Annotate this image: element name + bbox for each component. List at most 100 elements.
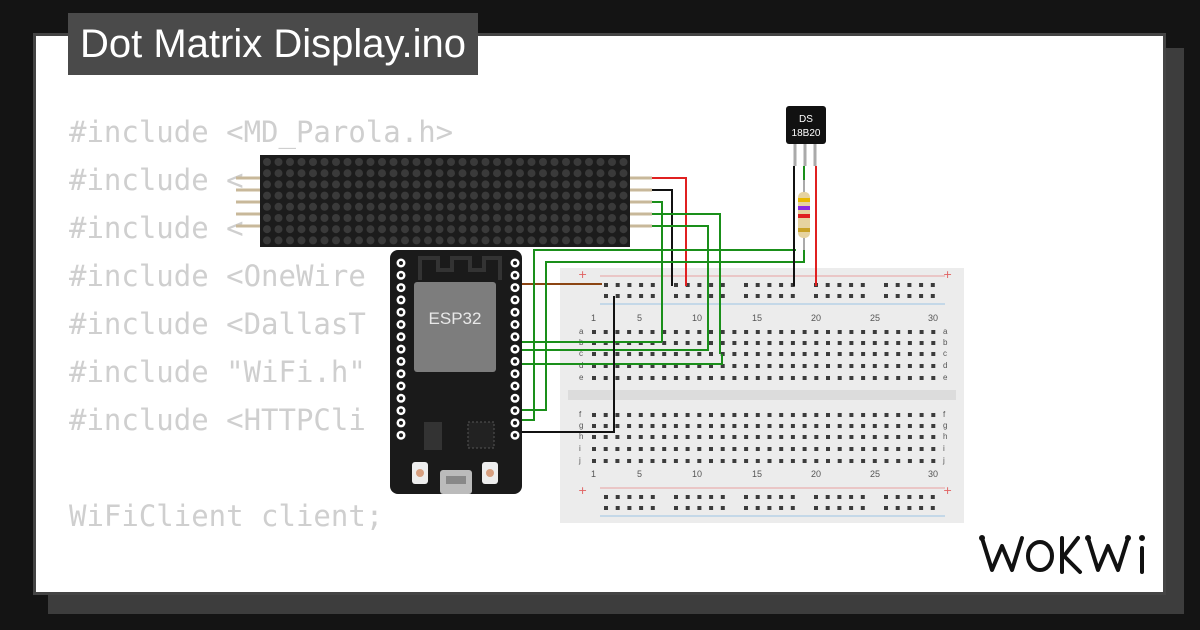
breadboard-hole — [884, 352, 889, 356]
matrix-led — [562, 202, 570, 211]
breadboard-hole — [627, 364, 632, 368]
matrix-led — [527, 214, 536, 222]
breadboard-hole — [826, 341, 830, 345]
row-letter: c — [579, 349, 583, 358]
breadboard-hole — [837, 364, 842, 368]
rail-hole — [930, 294, 935, 298]
rail-hole — [720, 283, 725, 287]
breadboard-hole — [603, 364, 608, 368]
column-number: 15 — [752, 313, 762, 323]
matrix-led — [550, 236, 559, 245]
voltage-regulator — [424, 422, 442, 450]
row-letter: f — [579, 410, 582, 419]
breadboard-hole — [697, 376, 702, 380]
breadboard-hole — [896, 352, 901, 356]
breadboard-hole — [779, 459, 784, 463]
matrix-led — [263, 180, 271, 189]
matrix-led — [274, 191, 283, 200]
matrix-led — [447, 202, 455, 211]
matrix-led — [550, 180, 559, 189]
matrix-led — [401, 214, 409, 222]
breadboard-hole — [849, 352, 854, 356]
esp32-pin-hole — [399, 396, 403, 401]
rail-hole — [685, 495, 690, 499]
rail-hole — [860, 495, 865, 499]
breadboard-hole — [603, 424, 608, 428]
rail-hole — [685, 294, 690, 298]
breadboard-hole — [779, 435, 784, 439]
matrix-led — [608, 225, 616, 234]
matrix-led — [332, 158, 340, 166]
matrix-led — [585, 169, 593, 178]
matrix-led — [332, 169, 340, 178]
matrix-led — [596, 214, 605, 222]
matrix-led — [424, 169, 432, 178]
rail-hole — [860, 283, 865, 287]
code-line: #include "WiFi.h" — [69, 355, 366, 389]
matrix-led — [447, 225, 455, 234]
breadboard-hole — [814, 435, 819, 439]
matrix-led — [527, 158, 536, 166]
rail-hole — [790, 495, 795, 499]
esp32-pin-hole — [513, 285, 517, 290]
matrix-led — [619, 169, 628, 178]
rail-hole — [837, 283, 842, 287]
wokwi-logo-icon — [979, 535, 1145, 574]
breadboard-holes — [592, 283, 936, 510]
breadboard-hole — [790, 364, 795, 368]
breadboard-hole — [650, 352, 655, 356]
code-line: #include <DallasT — [69, 307, 366, 341]
breadboard-hole — [650, 447, 655, 451]
rail-hole — [779, 283, 784, 287]
matrix-led — [539, 214, 547, 222]
rail-hole — [814, 294, 818, 298]
matrix-led — [366, 180, 375, 189]
breadboard-hole — [802, 424, 807, 428]
matrix-led — [493, 236, 501, 245]
breadboard-hole — [919, 376, 924, 380]
rail-hole — [779, 506, 784, 510]
rail-hole — [697, 506, 702, 510]
rail-hole — [930, 506, 935, 510]
matrix-led — [504, 214, 513, 222]
rail-hole — [825, 294, 830, 298]
breadboard-hole — [919, 424, 924, 428]
rail-hole — [650, 294, 655, 298]
esp32-antenna — [418, 256, 502, 280]
wire-clk — [652, 225, 709, 342]
matrix-led — [297, 236, 306, 245]
matrix-led — [504, 236, 513, 245]
breadboard-hole — [861, 341, 866, 345]
row-letter: i — [943, 444, 945, 453]
matrix-led — [527, 236, 536, 245]
pullup-resistor — [798, 180, 810, 250]
breadboard-hole — [931, 447, 936, 451]
breadboard-center-gap — [568, 390, 956, 400]
matrix-led — [378, 225, 386, 234]
breadboard-hole — [720, 447, 725, 451]
rail-hole — [895, 294, 900, 298]
matrix-led — [366, 225, 375, 234]
code-line: WiFiClient client; — [69, 499, 384, 533]
matrix-led — [435, 225, 444, 234]
rail-hole — [895, 283, 900, 287]
breadboard-hole — [685, 330, 690, 334]
matrix-led — [458, 191, 467, 200]
matrix-led — [297, 191, 306, 200]
rail-hole — [627, 294, 632, 298]
esp32-pin-hole — [399, 285, 403, 290]
breadboard-hole — [872, 352, 877, 356]
breadboard-hole — [755, 330, 760, 334]
rail-plus-label: + — [943, 268, 952, 281]
matrix-led — [458, 225, 467, 234]
matrix-led — [562, 158, 570, 166]
breadboard-hole — [720, 459, 725, 463]
breadboard-hole — [896, 435, 901, 439]
breadboard-hole — [662, 352, 667, 356]
breadboard-hole — [744, 424, 749, 428]
matrix-led — [539, 202, 547, 211]
breadboard-hole — [673, 459, 678, 463]
matrix-led — [481, 236, 490, 245]
breadboard-hole — [919, 459, 924, 463]
matrix-led — [608, 158, 616, 166]
